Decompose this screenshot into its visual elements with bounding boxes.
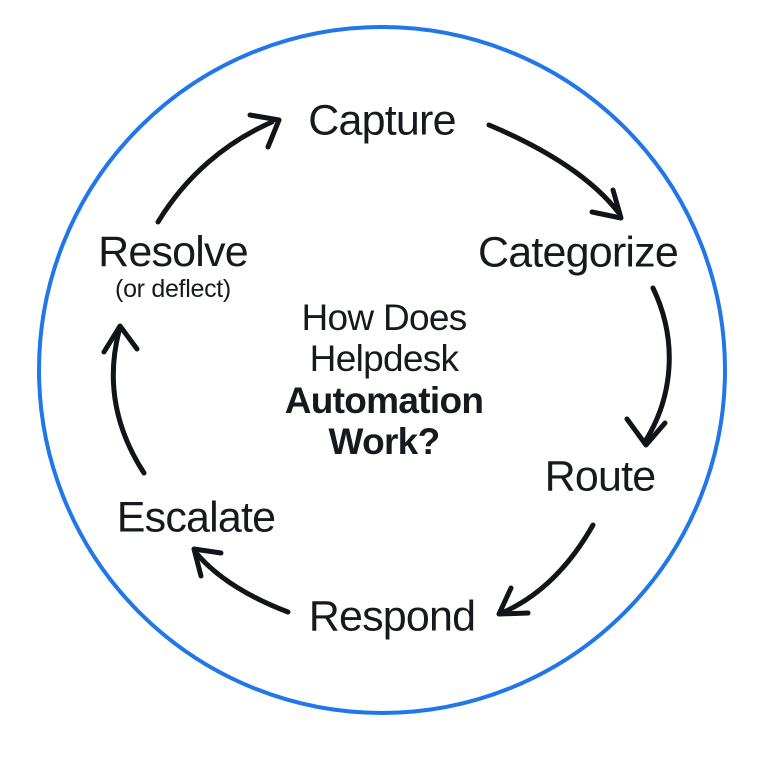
step-title-capture: Capture (308, 96, 456, 145)
step-title-categorize: Categorize (478, 228, 679, 277)
step-label-respond: Respond (308, 592, 476, 641)
arrow-route-to-respond (496, 522, 596, 617)
step-label-resolve: Resolve (or deflect) (98, 228, 249, 303)
arrow-escalate-to-resolve (101, 323, 147, 476)
center-heading-line-4: Work? (328, 421, 441, 463)
step-label-categorize: Categorize (478, 228, 679, 277)
step-label-escalate: Escalate (116, 493, 276, 542)
center-heading-line-1: How Does (301, 297, 467, 339)
center-heading: How Does Helpdesk Automation Work? (285, 297, 484, 463)
step-subtitle-resolve: (or deflect) (115, 274, 231, 303)
step-title-respond: Respond (308, 592, 476, 641)
center-heading-line-2: Helpdesk (309, 338, 459, 380)
step-label-route: Route (544, 452, 657, 501)
step-label-capture: Capture (308, 96, 456, 145)
arrow-respond-to-escalate (191, 546, 291, 615)
step-title-route: Route (544, 452, 657, 501)
outer-ring-circle (37, 25, 727, 715)
step-title-resolve: Resolve (98, 228, 249, 277)
step-title-escalate: Escalate (116, 493, 276, 542)
arrow-resolve-to-capture (155, 112, 282, 225)
arrow-categorize-to-route (624, 285, 672, 448)
center-heading-line-3: Automation (284, 380, 484, 421)
arrow-capture-to-categorize (486, 122, 624, 221)
